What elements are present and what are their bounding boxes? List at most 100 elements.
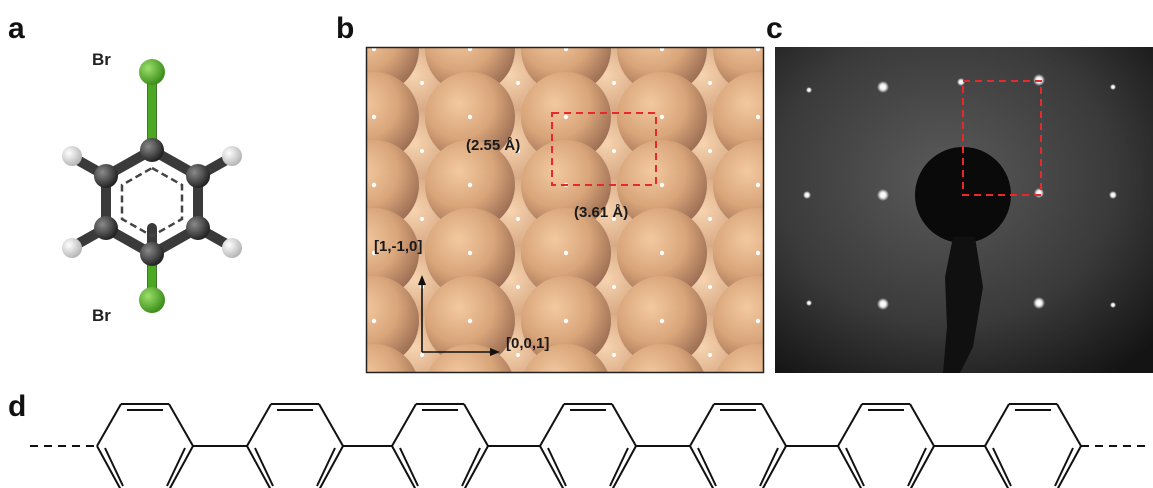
atom-center-dot: [420, 13, 424, 17]
atom-center-dot: [516, 217, 520, 221]
ring-bond: [837, 403, 863, 447]
copper-atom-surface: [233, 140, 323, 230]
gun-support-shadow: [943, 237, 983, 373]
ring-bond: [318, 403, 344, 447]
copper-atom-subsurface: [286, 111, 366, 191]
atom-center-dot: [371, 182, 377, 188]
atom-center-dot: [659, 114, 665, 120]
ring-bond: [318, 445, 344, 488]
copper-atom-surface: [523, 344, 609, 373]
ring-bond: [391, 445, 417, 488]
panel-label-a: a: [8, 12, 25, 45]
double-bond: [104, 447, 124, 487]
atom-center-dot: [276, 251, 280, 255]
double-bond: [845, 447, 865, 487]
double-bond: [697, 447, 717, 487]
copper-atom-surface: [809, 0, 899, 26]
direction-label-vertical: [1,-1,0]: [374, 238, 422, 255]
atom-center-dot: [612, 353, 616, 357]
atom-center-dot: [755, 318, 761, 324]
atom-center-dot: [276, 183, 280, 187]
copper-atom-surface: [233, 72, 323, 162]
ring-bond: [168, 403, 194, 447]
copper-atom-surface: [521, 0, 611, 26]
double-bond: [1054, 447, 1074, 487]
copper-atom-subsurface: [286, 315, 366, 395]
diffraction-spot: [1109, 191, 1117, 199]
hydrogen-atom: [222, 146, 242, 166]
copper-atom-surface: [713, 208, 764, 298]
diffraction-spot: [806, 87, 812, 93]
atom-center-dot: [420, 353, 424, 357]
atom-center-dot: [420, 217, 424, 221]
ring-bond: [984, 445, 1010, 488]
atom-center-dot: [467, 318, 473, 324]
atom-center-dot: [324, 13, 328, 17]
spacing-label-short: (2.55 Å): [466, 137, 520, 154]
copper-atom-surface: [366, 140, 419, 230]
diffraction-spot: [877, 298, 889, 310]
ring-bond: [539, 403, 565, 447]
atom-center-dot: [563, 114, 569, 120]
atom-center-dot: [371, 318, 377, 324]
copper-atom-surface: [233, 276, 323, 366]
copper-atom-surface: [713, 276, 764, 366]
atom-center-dot: [612, 13, 616, 17]
ring-bond: [1056, 403, 1082, 447]
hydrogen-atom: [62, 146, 82, 166]
atom-center-dot: [371, 114, 377, 120]
carbon-atom: [94, 216, 118, 240]
atom-center-dot: [516, 285, 520, 289]
copper-atom-subsurface: [286, 247, 366, 327]
atom-center-dot: [276, 115, 280, 119]
atom-center-dot: [612, 81, 616, 85]
atom-center-dot: [324, 353, 328, 357]
copper-atom-surface: [366, 276, 419, 366]
atom-center-dot: [276, 47, 280, 51]
ring-bond: [909, 403, 935, 447]
atom-center-dot: [659, 182, 665, 188]
diffraction-spot: [806, 300, 812, 306]
double-bond: [254, 447, 274, 487]
carbon-atom: [140, 242, 164, 266]
ring-bond: [463, 445, 489, 488]
ring-bond: [539, 445, 565, 488]
copper-atom-surface: [233, 0, 323, 26]
atom-center-dot: [371, 250, 377, 256]
atom-center-dot: [324, 285, 328, 289]
ring-bond: [96, 445, 122, 488]
atom-center-dot: [324, 149, 328, 153]
ring-bond: [1056, 445, 1082, 488]
double-bond: [907, 447, 927, 487]
atom-center-dot: [755, 250, 761, 256]
diffraction-spot: [1110, 84, 1116, 90]
copper-atom-surface: [233, 4, 323, 94]
diffraction-spot: [1110, 302, 1116, 308]
bromine-label-bottom: Br: [92, 306, 111, 325]
atom-center-dot: [708, 285, 712, 289]
atom-center-dot: [467, 250, 473, 256]
copper-atom-surface: [713, 72, 764, 162]
bromine-atom: [139, 287, 165, 313]
atom-center-dot: [708, 81, 712, 85]
atom-center-dot: [516, 353, 520, 357]
hydrogen-atom: [222, 238, 242, 258]
atom-center-dot: [659, 318, 665, 324]
diffraction-spot: [877, 81, 889, 93]
carbon-atom: [186, 164, 210, 188]
crystal-axes: [418, 275, 500, 356]
reciprocal-unit-cell: [962, 80, 1042, 196]
bromine-label-top: Br: [92, 50, 111, 69]
direction-label-horizontal: [0,0,1]: [506, 335, 549, 352]
ring-bond: [391, 403, 417, 447]
ring-bond: [611, 403, 637, 447]
diffraction-spot: [803, 191, 811, 199]
ring-bond: [246, 445, 272, 488]
double-bond: [461, 447, 481, 487]
double-bond: [399, 447, 419, 487]
atom-center-dot: [708, 149, 712, 153]
leed-diffraction-pattern: [775, 47, 1153, 373]
atom-center-dot: [804, 13, 808, 17]
copper-atom-surface: [425, 0, 515, 26]
ring-bond: [689, 445, 715, 488]
